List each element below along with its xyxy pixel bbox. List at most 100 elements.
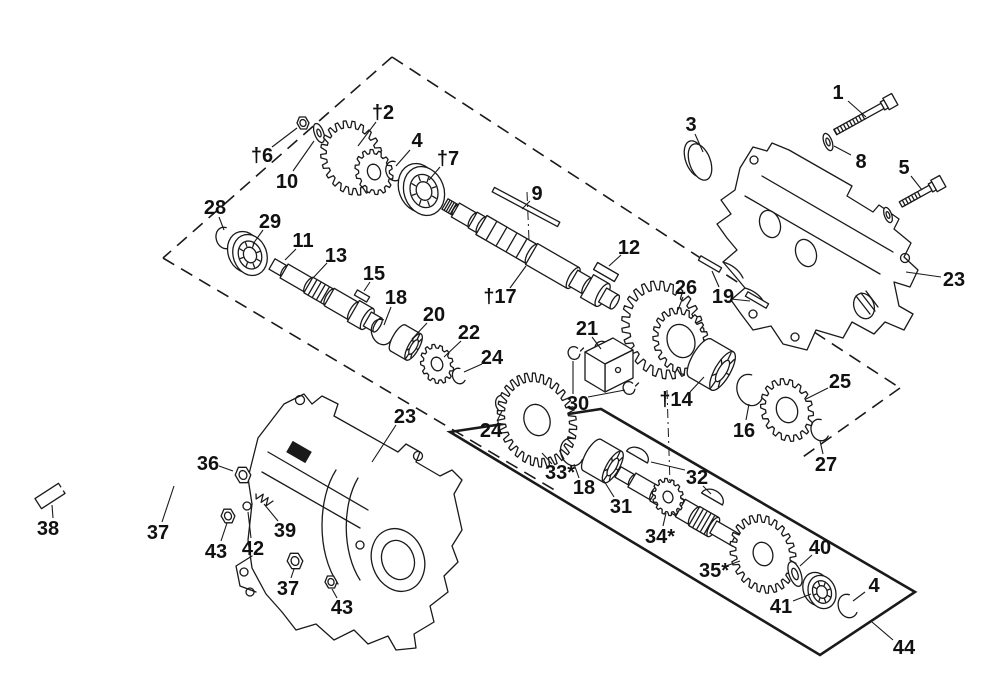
leader-line [51, 504, 54, 519]
leader-line [312, 262, 328, 279]
leader-line [799, 554, 813, 567]
spline-gear-34 [651, 477, 685, 517]
part-label: 9 [531, 183, 542, 205]
parts-layer [34, 92, 947, 619]
bolt-1 [833, 92, 899, 136]
leader-line [443, 340, 462, 358]
leader-line [411, 322, 428, 340]
leader-line [292, 140, 315, 172]
gear-35 [729, 514, 797, 594]
bolt-hole [748, 309, 758, 319]
part-label: 18 [385, 287, 407, 309]
part-label: 11 [292, 230, 313, 252]
part-label: 41 [770, 596, 792, 618]
leader-line [463, 363, 483, 373]
part-label: 18 [573, 477, 595, 499]
centerline [666, 389, 671, 485]
leader-line [252, 229, 264, 245]
cover-plate-3 [683, 140, 713, 181]
leader-line [603, 480, 615, 498]
part-label: 25 [829, 371, 851, 393]
snap-ring-4b [837, 593, 858, 619]
bolt-hole [245, 587, 255, 597]
detent-ball-42 [242, 501, 252, 511]
locknut-6 [296, 116, 310, 130]
leader-line [805, 387, 829, 400]
leader-line [608, 254, 622, 267]
cluster-gear-2 [320, 120, 394, 196]
part-label: 37 [277, 578, 299, 600]
part-label: 24 [481, 347, 504, 369]
leader-line [910, 175, 923, 191]
part-label: 8 [855, 151, 866, 173]
leader-line [587, 389, 626, 398]
part-label: 3 [685, 114, 696, 136]
leader-line [290, 568, 295, 579]
leader-line [677, 296, 684, 311]
washer-5 [883, 206, 893, 224]
part-label: 26 [675, 277, 697, 299]
front-housing-23 [235, 393, 463, 651]
gear-25 [759, 378, 815, 442]
part-label: 1 [832, 82, 843, 104]
washer-40 [787, 560, 803, 588]
leader-line [833, 145, 852, 156]
dashed-plane-line [162, 257, 559, 493]
bearing-14 [686, 337, 737, 392]
leader-line [428, 166, 441, 181]
part-label: 38 [37, 518, 59, 540]
handle-grip-38 [34, 482, 66, 510]
part-label: 37 [147, 522, 169, 544]
part-label: 31 [610, 496, 632, 518]
snap-ring-24a [451, 367, 466, 385]
leader-line [331, 588, 338, 599]
leader-line [689, 376, 705, 393]
front-housing-bore [370, 527, 426, 593]
part-label: 21 [576, 318, 598, 340]
leader-line [263, 503, 279, 522]
leader-line [725, 560, 741, 567]
part-label: 39 [274, 520, 296, 542]
part-label: †14 [659, 389, 693, 411]
leader-line [650, 461, 686, 471]
rear-housing-bore [758, 209, 782, 239]
leader-line [357, 121, 377, 147]
leader-line [218, 465, 234, 472]
part-label: 32 [686, 467, 708, 489]
leader-line [847, 100, 867, 118]
bolt-hole [355, 540, 365, 550]
front-housing-details [235, 451, 369, 593]
leader-line [792, 593, 812, 602]
front-housing-bore-inner [380, 539, 416, 581]
leader-line [730, 298, 751, 302]
leader-line [271, 127, 298, 148]
dashed-plane-line [162, 56, 393, 259]
part-label: †6 [251, 145, 273, 167]
part-label: 16 [733, 420, 755, 442]
gearcase-housings [235, 142, 919, 651]
washer-8 [822, 132, 834, 152]
leader-line [871, 621, 894, 641]
woodruff-key-32b [700, 488, 724, 506]
bolt-hole [412, 450, 424, 462]
rear-housing-outline [716, 142, 919, 351]
part-label: 35* [699, 560, 729, 582]
key-12 [592, 261, 620, 283]
drive-shaft-17 [441, 198, 621, 310]
machined-pad [286, 440, 312, 464]
part-label: †7 [437, 148, 459, 170]
retaining-clip-30b [622, 380, 640, 396]
leader-line [591, 336, 602, 350]
rear-housing-bore [794, 238, 818, 268]
bolt-hole [899, 252, 911, 264]
dashed-plane-line [799, 387, 901, 460]
woodruff-key-32a [625, 446, 649, 464]
snap-ring-16 [736, 373, 763, 407]
washer-10 [312, 122, 326, 144]
leader-line [496, 410, 503, 422]
centerline [526, 191, 530, 241]
leader-line [573, 463, 580, 479]
part-label: 13 [325, 245, 347, 267]
